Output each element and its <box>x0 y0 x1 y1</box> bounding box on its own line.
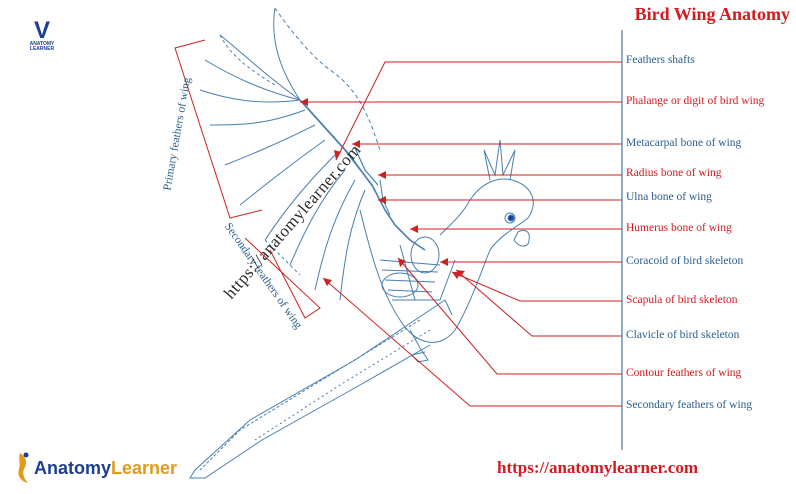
label-0: Feathers shafts <box>626 54 695 66</box>
leader-line-7 <box>451 271 622 302</box>
arrowhead-9 <box>398 258 406 267</box>
leader-line-8 <box>455 269 622 337</box>
logo-bottom: AnatomyLearner <box>16 450 177 486</box>
arrowhead-10 <box>323 278 332 286</box>
leader-lines <box>300 61 622 407</box>
leader-line-0 <box>335 61 622 161</box>
arrowhead-1 <box>300 98 308 106</box>
brand-part-1: Anatomy <box>34 457 112 478</box>
label-8: Clavicle of bird skeleton <box>626 329 740 341</box>
label-10: Secondary feathers of wing <box>626 399 753 411</box>
arrowhead-8 <box>456 270 465 277</box>
logo-top: V ANATOMY LEARNER <box>27 17 57 52</box>
label-7: Scapula of bird skeleton <box>626 294 738 306</box>
site-url[interactable]: https://anatomylearner.com <box>497 458 698 477</box>
arrowhead-5 <box>410 225 418 233</box>
label-1: Phalange or digit of bird wing <box>626 95 765 107</box>
runner-logo-icon <box>18 452 29 483</box>
arrowhead-2 <box>352 140 360 148</box>
leader-line-10 <box>322 277 622 407</box>
label-6: Coracoid of bird skeleton <box>626 255 744 267</box>
arrowhead-6 <box>440 258 448 266</box>
logo-sub-1: ANATOMY <box>29 41 55 47</box>
label-3: Radius bone of wing <box>626 167 722 179</box>
bird-illustration <box>189 7 534 479</box>
leader-line-9 <box>397 257 622 375</box>
diagram-title: Bird Wing Anatomy <box>634 4 790 24</box>
secondary-bracket <box>244 237 321 319</box>
logo-sub-2: LEARNER <box>29 46 55 52</box>
primary-bracket <box>174 39 263 219</box>
brand-part-2: Learner <box>111 457 178 478</box>
label-5: Humerus bone of wing <box>626 222 732 234</box>
leader-arrowheads <box>300 98 465 286</box>
label-2: Metacarpal bone of wing <box>626 137 742 149</box>
arrowhead-0 <box>334 150 341 160</box>
arrowhead-4 <box>378 196 386 204</box>
logo-mark: V <box>33 17 50 44</box>
arrowhead-3 <box>378 171 386 179</box>
label-4: Ulna bone of wing <box>626 191 712 203</box>
brand-name: AnatomyLearner <box>34 458 177 479</box>
label-9: Contour feathers of wing <box>626 367 742 379</box>
